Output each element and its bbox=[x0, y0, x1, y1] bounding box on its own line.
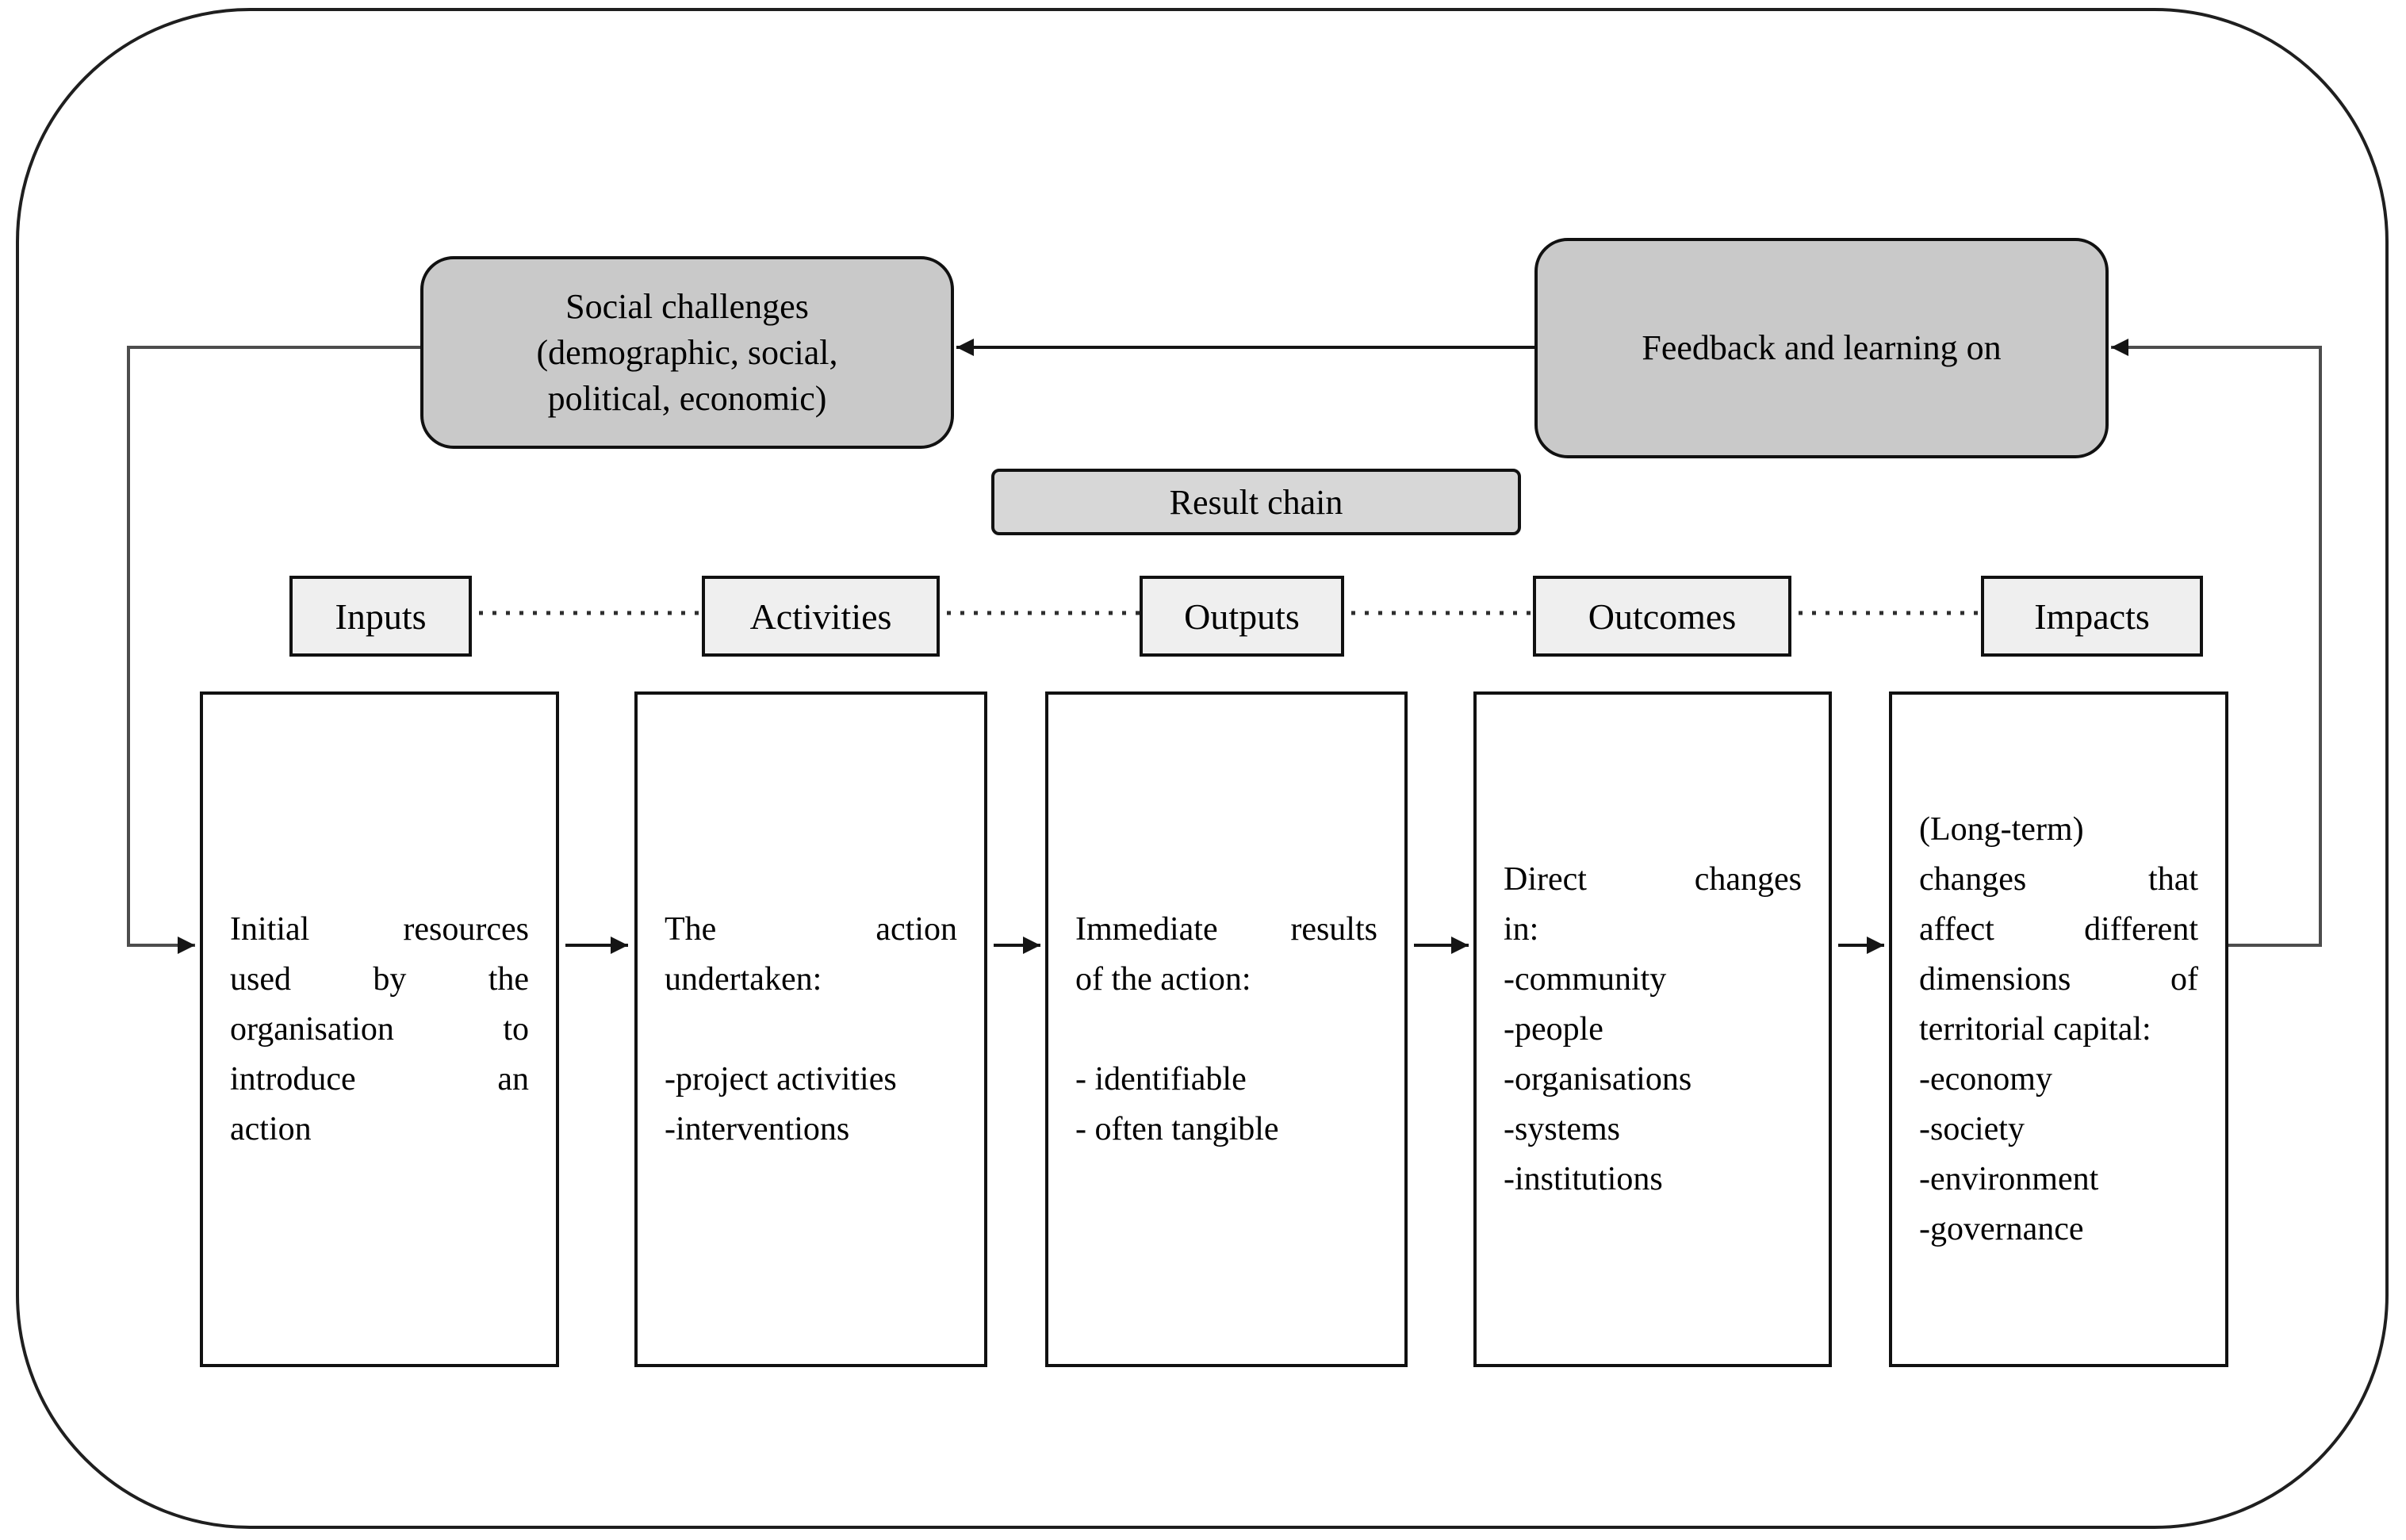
detail-box-outcomes: Direct changes in: -community -people -organ… bbox=[1473, 691, 1832, 1367]
connector-impacts-to-feedback bbox=[2111, 339, 2322, 947]
text-line: Immediate results bbox=[1075, 910, 1377, 948]
text-line: -project activities bbox=[665, 1060, 897, 1098]
text-line: of the action: bbox=[1075, 960, 1251, 998]
text-line: undertaken: bbox=[665, 960, 822, 998]
detail-box-impacts-text: (Long-term) changes that affect different d… bbox=[1919, 805, 2198, 1255]
stage-label-activities: Activities bbox=[702, 576, 940, 657]
text-line: -systems bbox=[1504, 1110, 1620, 1147]
stage-label-inputs-text: Inputs bbox=[335, 596, 427, 637]
text-line: -organisations bbox=[1504, 1060, 1692, 1098]
detail-box-impacts: (Long-term) changes that affect different d… bbox=[1889, 691, 2228, 1367]
text-line: Direct changes bbox=[1504, 860, 1802, 898]
result-chain-label: Result chain bbox=[1169, 482, 1343, 522]
detail-box-inputs: Initial resources used by the organisation… bbox=[200, 691, 559, 1367]
stage-label-outcomes-text: Outcomes bbox=[1588, 596, 1737, 637]
stage-label-outputs: Outputs bbox=[1140, 576, 1344, 657]
result-chain-box: Result chain bbox=[991, 469, 1521, 535]
text-line: territorial capital: bbox=[1919, 1010, 2151, 1048]
connector-social-to-inputs bbox=[127, 346, 420, 954]
detail-box-inputs-text: Initial resources used by the organisation… bbox=[230, 905, 529, 1155]
stage-label-activities-text: Activities bbox=[749, 596, 892, 637]
stage-label-outputs-text: Outputs bbox=[1184, 596, 1300, 637]
text-line: -society bbox=[1919, 1110, 2025, 1147]
text-line: -institutions bbox=[1504, 1160, 1663, 1197]
text-line: Initial resources bbox=[230, 910, 529, 948]
text-line: affect different bbox=[1919, 910, 2198, 948]
feedback-learning-label: Feedback and learning on bbox=[1642, 328, 2002, 367]
stage-label-impacts: Impacts bbox=[1981, 576, 2203, 657]
text-line: introduce an bbox=[230, 1060, 529, 1098]
text-line: -environment bbox=[1919, 1160, 2099, 1197]
text-line: in: bbox=[1504, 910, 1539, 948]
detail-box-activities-text: The action undertaken: -project activitie… bbox=[665, 905, 957, 1155]
text-line: -people bbox=[1504, 1010, 1603, 1048]
text-line: action bbox=[230, 1110, 312, 1147]
text-line: Social challenges bbox=[565, 286, 809, 326]
text-line: The action bbox=[665, 910, 957, 948]
text-line: dimensions of bbox=[1919, 960, 2198, 998]
text-line bbox=[1075, 1005, 1377, 1055]
diagram-outer-frame bbox=[16, 8, 2389, 1529]
detail-box-outputs: Immediate results of the action: - identi… bbox=[1045, 691, 1408, 1367]
text-line: used by the bbox=[230, 960, 529, 998]
text-line: organisation to bbox=[230, 1010, 529, 1048]
feedback-learning-box: Feedback and learning on bbox=[1534, 238, 2109, 458]
text-line: (Long-term) bbox=[1919, 810, 2084, 848]
text-line: -interventions bbox=[665, 1110, 850, 1147]
text-line: political, economic) bbox=[547, 378, 827, 418]
stage-label-outcomes: Outcomes bbox=[1533, 576, 1791, 657]
stage-label-inputs: Inputs bbox=[289, 576, 472, 657]
social-challenges-box: Social challenges (demographic, social, po… bbox=[420, 256, 954, 449]
text-line: - often tangible bbox=[1075, 1110, 1279, 1147]
text-line: - identifiable bbox=[1075, 1060, 1247, 1098]
stage-label-impacts-text: Impacts bbox=[2034, 596, 2150, 637]
text-line: -governance bbox=[1919, 1210, 2084, 1247]
text-line bbox=[665, 1005, 957, 1055]
text-line: -economy bbox=[1919, 1060, 2052, 1098]
text-line: changes that bbox=[1919, 860, 2198, 898]
detail-box-outputs-text: Immediate results of the action: - identi… bbox=[1075, 905, 1377, 1155]
detail-box-activities: The action undertaken: -project activitie… bbox=[634, 691, 987, 1367]
text-line: (demographic, social, bbox=[536, 332, 838, 372]
detail-box-outcomes-text: Direct changes in: -community -people -organ… bbox=[1504, 855, 1802, 1205]
text-line: -community bbox=[1504, 960, 1667, 998]
